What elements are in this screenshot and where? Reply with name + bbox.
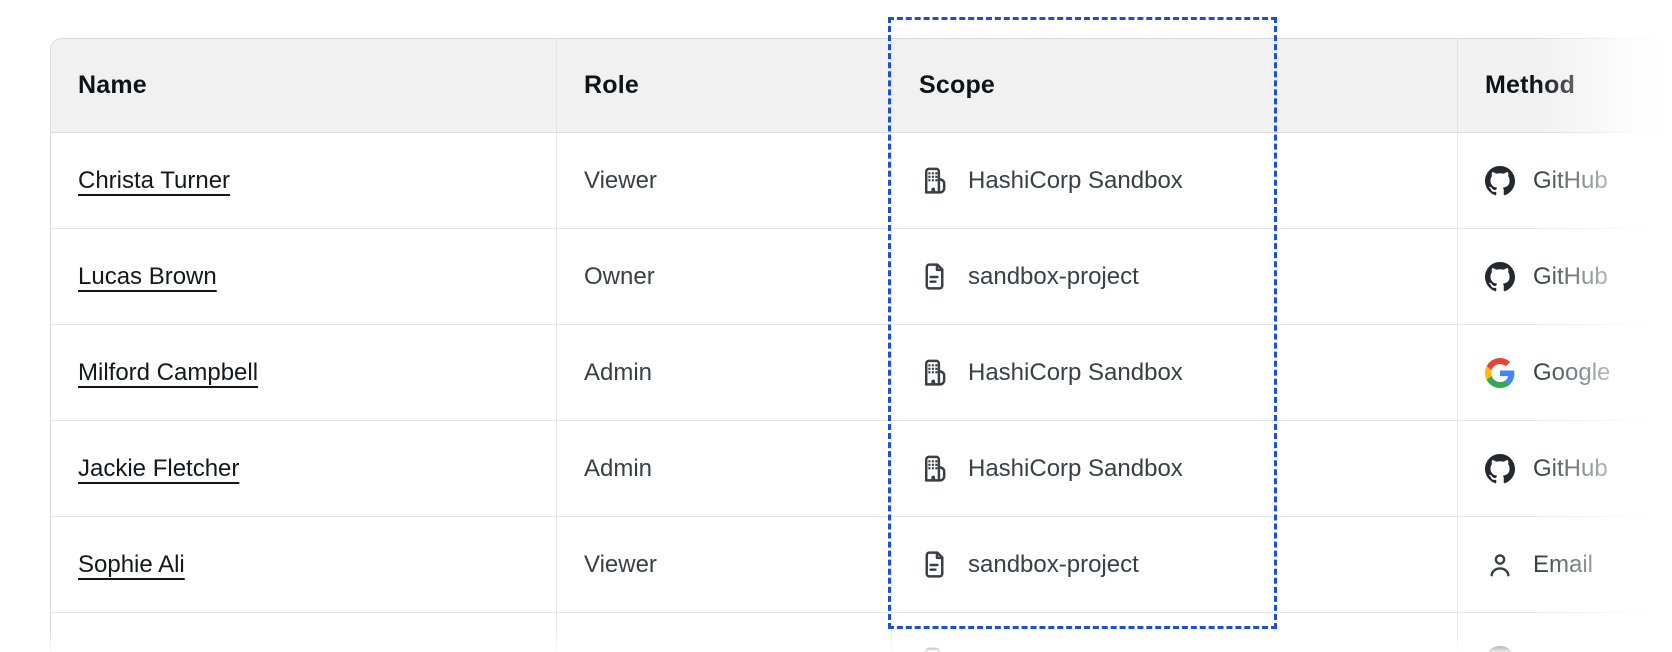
building-icon — [919, 453, 950, 484]
github-icon — [1485, 262, 1515, 292]
member-name-link[interactable]: Christa Turner — [78, 166, 231, 194]
google-icon — [1485, 358, 1515, 388]
building-icon — [919, 165, 950, 196]
member-name-link[interactable]: Milford Campbell — [78, 358, 259, 386]
document-icon — [919, 549, 950, 580]
member-name-link[interactable]: Lucas Brown — [78, 262, 217, 290]
table-header-row: Name Role Scope Method — [51, 39, 1672, 133]
building-icon — [919, 645, 950, 652]
building-icon — [919, 357, 950, 388]
github-icon — [1485, 166, 1515, 196]
column-header-label: Scope — [919, 71, 996, 99]
scope-value: HashiCorp Sandbox — [968, 358, 1183, 386]
table-row: Christa Turner Viewer HashiCorp Sandbox … — [51, 133, 1672, 229]
members-table: Name Role Scope Method Christa Turner Vi… — [50, 38, 1672, 652]
person-icon — [1485, 550, 1515, 580]
table-body: Christa Turner Viewer HashiCorp Sandbox … — [51, 133, 1672, 652]
scope-value: sandbox-project — [968, 550, 1139, 578]
column-header-label: Name — [78, 71, 147, 99]
member-name-link[interactable]: Sophie Ali — [78, 550, 185, 578]
method-value: GitHub — [1533, 262, 1608, 290]
table-row: Jackie Fletcher Admin HashiCorp Sandbox … — [51, 421, 1672, 517]
document-icon — [919, 261, 950, 292]
role-value: Admin — [584, 358, 653, 386]
role-value: Admin — [584, 454, 653, 482]
method-value: GitHub — [1533, 166, 1608, 194]
method-value: GitHub — [1533, 454, 1608, 482]
github-icon — [1485, 646, 1515, 652]
column-header-scope: Scope — [891, 39, 1457, 132]
table-row: Milford Campbell Admin HashiCorp Sandbox… — [51, 325, 1672, 421]
member-name-link[interactable]: Jackie Fletcher — [78, 454, 240, 482]
column-header-label: Role — [584, 71, 639, 99]
table-row: Sophie Ali Viewer sandbox-project Email — [51, 517, 1672, 613]
table-row-partial — [51, 613, 1672, 652]
role-value: Viewer — [584, 550, 657, 578]
method-value: Google — [1533, 358, 1611, 386]
column-header-name: Name — [51, 39, 556, 132]
column-header-label: Method — [1485, 71, 1576, 99]
role-value: Viewer — [584, 166, 657, 194]
table-row: Lucas Brown Owner sandbox-project GitHub — [51, 229, 1672, 325]
column-header-role: Role — [556, 39, 891, 132]
github-icon — [1485, 454, 1515, 484]
method-value: Email — [1533, 550, 1594, 578]
role-value: Owner — [584, 262, 655, 290]
scope-value: sandbox-project — [968, 262, 1139, 290]
scope-value: HashiCorp Sandbox — [968, 166, 1183, 194]
scope-value: HashiCorp Sandbox — [968, 454, 1183, 482]
column-header-method: Method — [1457, 39, 1672, 132]
